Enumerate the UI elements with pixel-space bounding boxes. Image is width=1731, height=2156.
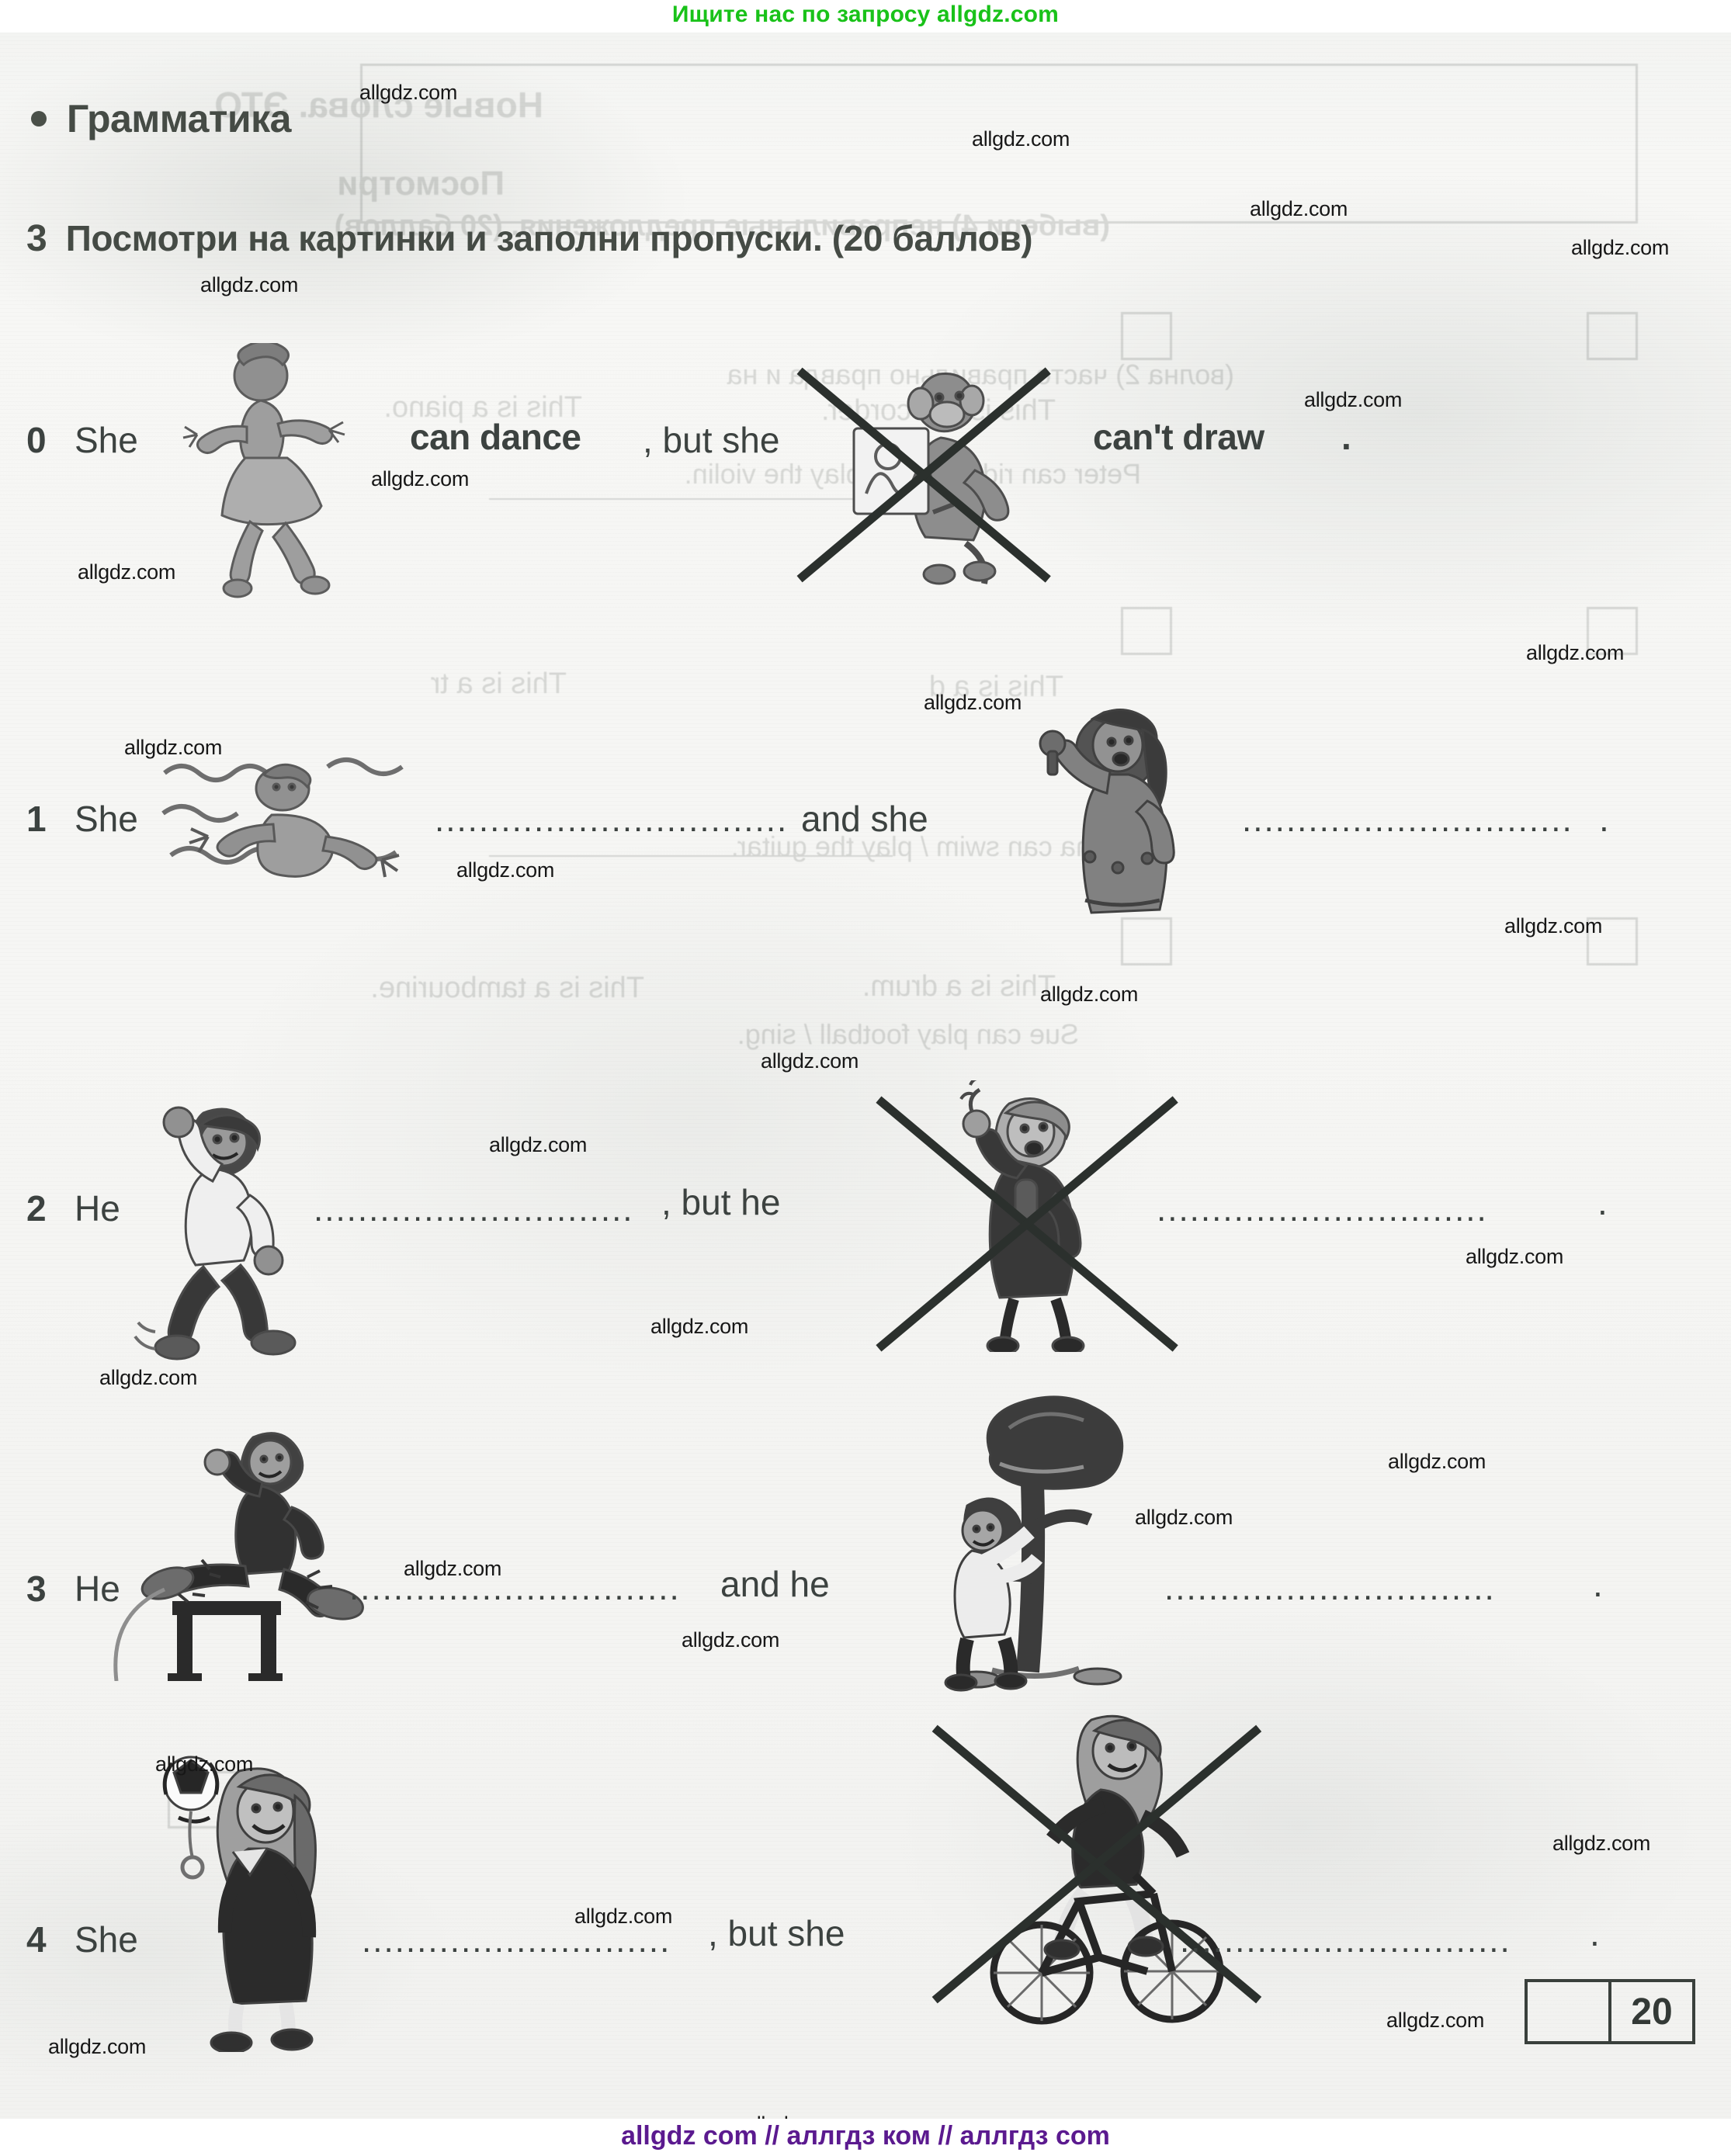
boy-running-icon <box>113 1094 315 1366</box>
exercise-number: 0 <box>26 420 47 460</box>
watermark-label: allgdz.com <box>155 1752 254 1776</box>
blank-line-right[interactable]: .............................. <box>1157 1191 1488 1229</box>
task-instruction-text: Посмотри на картинки и заполни пропуски.… <box>65 218 1033 258</box>
watermark-label: allgdz.com <box>404 1557 502 1580</box>
watermark-label: allgdz.com <box>359 81 458 104</box>
exercise-row: 2 He <box>0 1080 1731 1367</box>
score-user-value[interactable] <box>1528 1982 1608 2041</box>
connector-word: , but she <box>643 420 780 460</box>
sentence-terminator: . <box>1341 417 1351 457</box>
watermark-label: allgdz.com <box>124 736 223 759</box>
sentence-terminator: . <box>1590 1913 1600 1953</box>
watermark-label: allgdz.com <box>650 1315 749 1338</box>
boy-singing-icon <box>930 1080 1108 1352</box>
exercise-row: 0 She <box>0 343 1731 630</box>
watermark-label: allgdz.com <box>1526 641 1625 664</box>
watermark-label: allgdz.com <box>1135 1506 1233 1529</box>
watermark-label: allgdz.com <box>78 560 176 584</box>
watermark-label: allgdz.com <box>574 1905 673 1928</box>
watermark-label: allgdz.com <box>924 691 1022 714</box>
girl-dancing-icon <box>169 343 348 599</box>
blank-line-left[interactable]: ............................. <box>314 1191 634 1229</box>
subject-word: She <box>75 799 138 839</box>
watermark-label: allgdz.com <box>99 1366 198 1389</box>
watermark-label: allgdz.com <box>1250 197 1348 220</box>
girl-singing-icon <box>1009 692 1203 941</box>
exercise-row: 4 She <box>0 1701 1731 2052</box>
task-number: 3 <box>26 218 47 259</box>
watermark-label: allgdz.com <box>682 1628 780 1652</box>
promo-text: Ищите нас по запросу allgdz.com <box>671 2 1060 27</box>
watermark-label: allgdz.com <box>1304 388 1403 411</box>
exercise-number: 3 <box>26 1568 47 1609</box>
sentence-terminator: . <box>1599 799 1609 839</box>
exercise-row: 3 He <box>0 1395 1731 1693</box>
watermark-label: allgdz.com <box>489 1133 588 1156</box>
watermark-label: allgdz.com <box>456 858 555 882</box>
task-instruction-line: 3 Посмотри на картинки и заполни пропуск… <box>26 217 1033 260</box>
subject-word: He <box>75 1568 120 1609</box>
section-title: Грамматика <box>67 97 291 140</box>
watermark-label: allgdz.com <box>1388 1450 1486 1473</box>
sentence-terminator: . <box>1593 1564 1603 1604</box>
blank-line-right[interactable]: .............................. <box>1164 1569 1496 1607</box>
exercise-content: Грамматика 3 Посмотри на картинки и запо… <box>0 33 1731 2119</box>
watermark-label: allgdz.com <box>371 467 470 490</box>
blank-line-left[interactable]: .............................. <box>349 1569 681 1607</box>
connector-comma: , but she <box>708 1913 845 1953</box>
answer-right: can't draw <box>1093 417 1264 457</box>
subject-word: He <box>75 1188 120 1229</box>
answer-left: can dance <box>410 417 581 457</box>
watermark-label: allgdz.com <box>761 1049 859 1073</box>
exercise-number: 4 <box>26 1919 47 1960</box>
exercise-number: 2 <box>26 1188 47 1229</box>
exercise-number: 1 <box>26 799 47 839</box>
subject-word: She <box>75 1919 138 1960</box>
watermark-label: allgdz.com <box>1466 1245 1564 1268</box>
watermark-label: allgdz.com <box>1552 1832 1651 1855</box>
section-heading: Грамматика <box>31 96 291 141</box>
watermark-label: allgdz.com <box>1386 2009 1485 2032</box>
monkey-drawing-icon <box>823 354 1017 587</box>
watermark-label: allgdz.com <box>1504 914 1603 938</box>
connector-comma: , but he <box>661 1182 781 1222</box>
watermark-label: allgdz.com <box>1040 983 1139 1006</box>
watermark-label: allgdz.com <box>48 2035 147 2058</box>
girl-swimming-icon <box>160 739 416 886</box>
exercise-row: 1 She <box>0 709 1731 1010</box>
score-box: 20 <box>1525 1979 1695 2044</box>
watermark-label: allgdz.com <box>200 273 299 296</box>
blank-line-left[interactable]: ............................ <box>362 1922 671 1960</box>
girl-riding-bike-icon <box>967 1700 1231 2033</box>
watermark-label: allgdz.com <box>1571 236 1670 259</box>
sentence-terminator: . <box>1597 1182 1608 1222</box>
boy-climbing-tree-icon <box>916 1383 1164 1693</box>
blank-line-right[interactable]: .............................. <box>1242 801 1573 839</box>
blank-line-left[interactable]: ................................ <box>435 801 789 839</box>
bullet-dot-icon <box>31 111 47 127</box>
watermark-label: allgdz.com <box>972 127 1070 151</box>
boy-jumping-hurdle-icon <box>93 1417 388 1681</box>
promo-bar: Ищите нас по запросу allgdz.com <box>0 0 1731 33</box>
connector-word: and he <box>720 1564 830 1604</box>
footer-text: allgdz com // аллгдз ком // аллгдз com <box>621 2121 1110 2151</box>
connector-word: and she <box>801 799 928 839</box>
girl-playing-football-icon <box>144 1749 354 2052</box>
subject-word: She <box>75 420 138 460</box>
blank-line-right[interactable]: .............................. <box>1180 1922 1511 1960</box>
watermark-label: allgdz.com <box>745 2113 843 2119</box>
score-max-value: 20 <box>1608 1982 1692 2041</box>
